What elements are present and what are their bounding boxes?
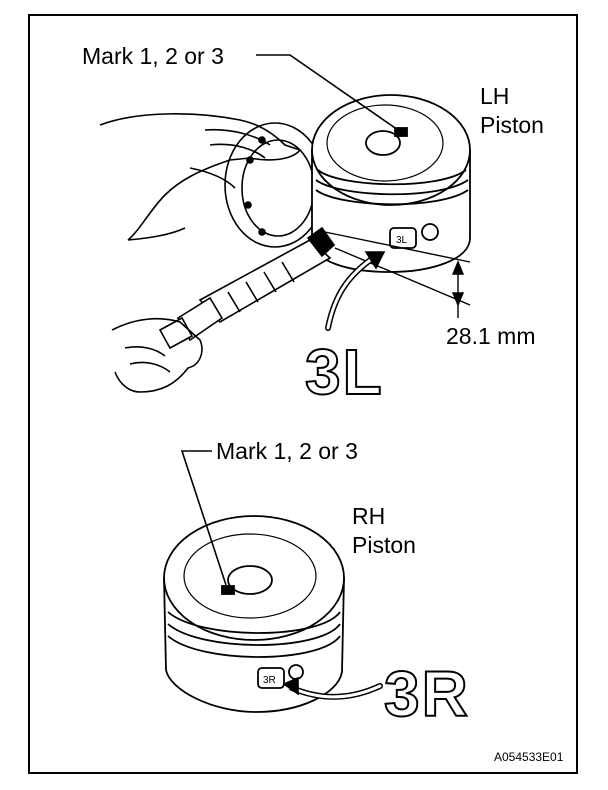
leader-bottom-mark <box>180 450 227 586</box>
left-hand-top <box>99 113 302 241</box>
bottom-mark-label: Mark 1, 2 or 3 <box>216 438 358 464</box>
code-3r-label: 3R <box>383 658 470 730</box>
svg-text:3L: 3L <box>396 235 408 246</box>
rh-label-line2: Piston <box>352 531 416 558</box>
lh-label-line1: LH <box>480 83 510 109</box>
lh-piston-label: LH Piston <box>480 82 544 140</box>
figure-id: A054533E01 <box>494 750 564 764</box>
top-mark-label: Mark 1, 2 or 3 <box>82 43 224 69</box>
figure-frame <box>28 14 578 774</box>
lh-label-line2: Piston <box>480 111 544 138</box>
rh-piston: 3R <box>163 515 345 713</box>
code-3l-label: 3L <box>304 336 384 408</box>
arrow-3r <box>282 676 383 700</box>
leader-top-mark <box>256 54 399 131</box>
cylinder-ring <box>224 122 326 248</box>
dimension-marker <box>324 231 471 318</box>
rh-piston-label: RH Piston <box>352 502 416 560</box>
right-hand <box>111 317 203 393</box>
rh-label-line1: RH <box>352 503 386 529</box>
arrow-3l <box>325 251 386 331</box>
svg-text:3R: 3R <box>263 675 276 686</box>
micrometer <box>158 226 336 350</box>
dimension-label: 28.1 mm <box>446 323 536 349</box>
